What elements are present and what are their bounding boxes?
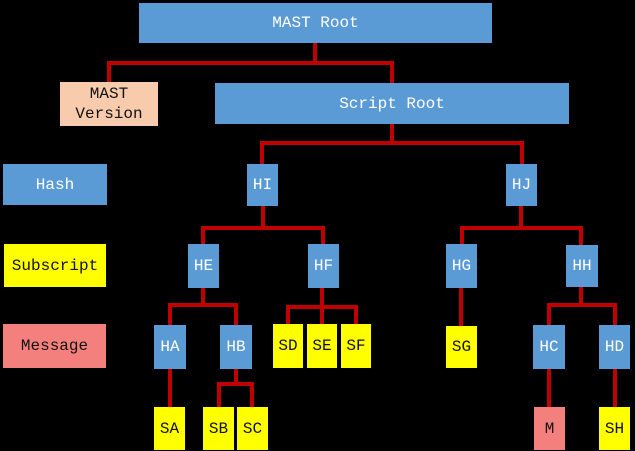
edge-hi-bracket (201, 226, 325, 246)
node-mast-version: MAST Version (60, 82, 158, 126)
node-hc: HC (533, 325, 565, 369)
edge-hf-bracket (286, 305, 358, 326)
edge-he-bracket (168, 303, 238, 327)
node-hh: HH (566, 245, 598, 287)
node-hj: HJ (506, 164, 537, 206)
node-hf: HF (308, 244, 339, 288)
node-hb: HB (220, 325, 252, 369)
node-sf: SF (341, 324, 371, 368)
node-m: M (534, 407, 565, 450)
node-hi: HI (247, 164, 278, 206)
node-sd: SD (273, 324, 303, 368)
node-sg: SG (446, 326, 477, 368)
node-ha: HA (154, 325, 186, 369)
node-sb: SB (203, 407, 234, 450)
legend-subscript: Subscript (4, 244, 106, 287)
node-script-root: Script Root (215, 83, 569, 124)
node-sa: SA (154, 407, 185, 450)
legend-hash: Hash (3, 164, 107, 205)
edge-hh-bracket (547, 303, 617, 327)
edge-mastroot-bracket (107, 61, 394, 85)
edge-hj-bracket (460, 226, 583, 247)
node-he: HE (188, 244, 219, 288)
edge-scriptroot-bracket (260, 141, 524, 166)
edge-hb-bracket (217, 382, 254, 409)
node-mast-root: MAST Root (139, 3, 492, 43)
node-hd: HD (599, 325, 630, 369)
node-hg: HG (446, 244, 477, 288)
node-se: SE (307, 324, 337, 368)
legend-message: Message (3, 324, 106, 368)
node-sh: SH (599, 407, 630, 450)
node-sc: SC (237, 407, 268, 450)
